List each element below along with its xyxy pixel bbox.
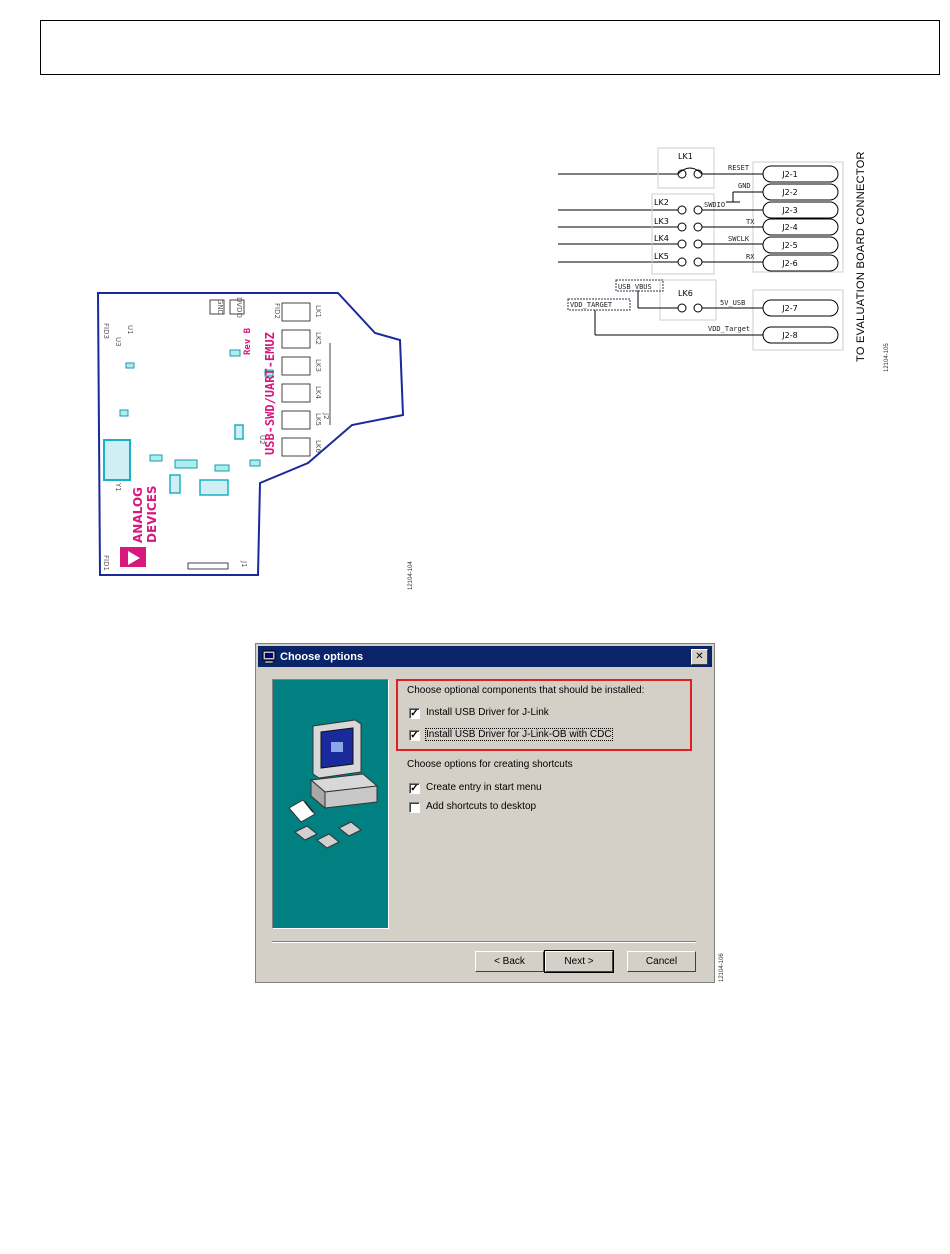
schem-pin-6: J2-6 (781, 259, 797, 268)
pcb-ref-lk2: LK2 (314, 332, 322, 345)
pcb-board-name: USB-SWD/UART-EMUZ (263, 332, 277, 455)
pcb-ref-lk1: LK1 (314, 305, 322, 318)
pcb-ref-gnd: GND (216, 299, 224, 315)
schem-pin-1: J2-1 (781, 170, 797, 179)
pcb-ref-fid3: FID3 (102, 323, 110, 339)
schem-pin-8: J2-8 (781, 331, 797, 340)
pcb-layout-figure: ANALOG DEVICES USB-SWD/UART-EMUZ Rev B F… (96, 292, 405, 576)
back-button[interactable]: < Back (475, 951, 544, 972)
pcb-ref-u3: U3 (114, 337, 122, 347)
pcb-figure-id: 12104-104 (408, 561, 414, 590)
pcb-rev: Rev B (243, 327, 253, 355)
cancel-button[interactable]: Cancel (627, 951, 696, 972)
dialog-titlebar[interactable]: Choose options (258, 646, 712, 667)
schem-pin-3: J2-3 (781, 206, 797, 215)
dialog-separator (272, 941, 696, 943)
eval-connector-label: TO EVALUATION BOARD CONNECTOR (855, 151, 867, 362)
shortcuts-heading: Choose options for creating shortcuts (407, 759, 573, 770)
schem-lk5: LK5 (654, 252, 669, 261)
schem-sig-reset: RESET (728, 164, 750, 172)
schem-sig-5v-usb: 5V_USB (720, 299, 745, 307)
installer-app-icon (262, 650, 276, 663)
installer-side-panel (272, 679, 389, 929)
pcb-ref-lk6: LK6 (314, 440, 322, 453)
schem-lk6: LK6 (678, 289, 693, 298)
pcb-ref-y1: Y1 (114, 482, 122, 492)
schem-lk2: LK2 (654, 198, 669, 207)
choose-options-dialog: Choose options ✕ Choose optional compone… (255, 643, 715, 983)
usb-driver-jlink-checkbox[interactable]: ✓ (409, 708, 420, 719)
checkmark-icon: ✓ (410, 708, 419, 719)
components-heading: Choose optional components that should b… (407, 685, 645, 696)
usb-driver-jlink-ob-cdc-checkbox[interactable]: ✓ (409, 730, 420, 741)
schem-sig-tx: TX (746, 218, 755, 226)
schem-sig-vdd-target: VDD_Target (708, 325, 750, 333)
desktop-shortcut-checkbox[interactable] (409, 802, 420, 813)
pcb-ref-lk4: LK4 (314, 386, 322, 399)
schem-sig-swdio: SWDIO (704, 201, 725, 209)
pcb-logo-line2: DEVICES (145, 485, 159, 543)
pcb-ref-lk5: LK5 (314, 413, 322, 426)
computer-illustration-icon (288, 719, 379, 849)
schem-lk3: LK3 (654, 217, 669, 226)
schem-sig-swclk: SWCLK (728, 235, 750, 243)
start-menu-entry-checkbox[interactable]: ✓ (409, 783, 420, 794)
schem-pin-4: J2-4 (781, 223, 797, 232)
components-highlight-box (396, 679, 692, 751)
start-menu-entry-label[interactable]: Create entry in start menu (426, 782, 542, 793)
link-schematic-figure: LK1 LK2 LK3 LK4 LK5 LK6 J2-1 J2-2 J2-3 J… (558, 147, 844, 351)
schem-pin-5: J2-5 (781, 241, 797, 250)
next-button[interactable]: Next > (544, 950, 614, 973)
close-button[interactable]: ✕ (691, 649, 708, 665)
schem-lk4: LK4 (654, 234, 669, 243)
pcb-ref-j1: J1 (240, 560, 248, 568)
checkmark-icon: ✓ (410, 783, 419, 794)
pcb-ref-fid2: FID2 (273, 303, 281, 319)
dialog-figure-id: 12104-106 (719, 953, 725, 982)
schematic-figure-id: 12104-105 (884, 343, 890, 372)
pcb-ref-dvdd: DVDD (235, 297, 243, 318)
usb-driver-jlink-label[interactable]: Install USB Driver for J-Link (426, 707, 549, 718)
pcb-ref-lk3: LK3 (314, 359, 322, 372)
pcb-logo-line1: ANALOG (131, 487, 145, 543)
schem-sig-rx: RX (746, 253, 755, 261)
schem-sig-gnd: GND (738, 182, 751, 190)
checkmark-icon: ✓ (410, 730, 419, 741)
schem-vdd-target-net: VDD_TARGET (570, 301, 613, 309)
schem-pin-2: J2-2 (781, 188, 797, 197)
pcb-ref-u2: U2 (258, 435, 266, 445)
pcb-ref-j2: J2 (322, 412, 330, 420)
close-icon: ✕ (695, 651, 704, 662)
dialog-title: Choose options (280, 650, 364, 663)
schem-pin-7: J2-7 (781, 304, 797, 313)
schem-lk1: LK1 (678, 152, 693, 161)
schem-usb-vbus: USB_VBUS (618, 283, 652, 291)
pcb-ref-fid1: FID1 (102, 555, 110, 571)
usb-driver-jlink-ob-cdc-label[interactable]: Install USB Driver for J-Link-OB with CD… (425, 728, 613, 741)
pcb-ref-u1: U1 (126, 325, 134, 335)
page-header-box (40, 20, 940, 75)
desktop-shortcut-label[interactable]: Add shortcuts to desktop (426, 801, 537, 812)
